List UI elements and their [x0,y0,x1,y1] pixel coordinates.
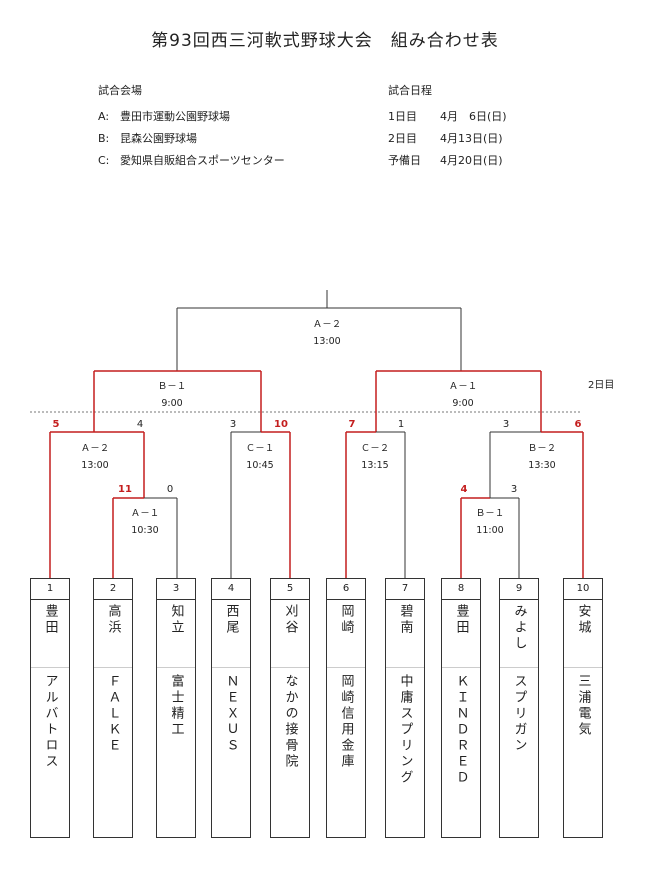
match-code: Ａ－１ [130,508,160,519]
match-code: Ａ－１ [448,381,478,392]
score-b2-left: 3 [502,419,510,430]
team-region: 高浜 [105,604,121,636]
team-name: スプリガン [511,674,527,754]
team-box-3: 3 知立 富士精工 [156,578,196,838]
a2-match-label: Ａ－２ 13:00 [65,440,125,471]
team-box-2: 2 高浜 ＦＡＬＫＥ [93,578,133,838]
team-name: ＮＥＸＵＳ [223,674,239,754]
team-number: 5 [271,579,309,600]
team-box-10: 10 安城 三浦電気 [563,578,603,838]
final-label: Ａ－２ 13:00 [297,316,357,347]
team-box-5: 5 刈谷 なかの接骨院 [270,578,310,838]
score-a2-right: 4 [136,419,144,430]
day2-label: 2日目 [588,380,615,391]
match-code: Ｂ－１ [157,381,187,392]
team-region: 豊田 [453,604,469,636]
team-name: なかの接骨院 [282,674,298,770]
score-c2-left: 7 [348,419,356,430]
score-b1-left: 4 [460,484,468,495]
team-region: 刈谷 [282,604,298,636]
team-name: 岡崎信用金庫 [338,674,354,770]
match-time: 13:15 [361,460,389,471]
match-time: 10:30 [131,525,159,536]
match-code: Ｃ－１ [245,443,275,454]
sf-left-label: Ｂ－１ 9:00 [142,378,202,409]
a1-match-label: Ａ－１ 10:30 [115,505,175,536]
team-name: 中庸スプリング [397,674,413,786]
venue-a: A:豊田市運動公園野球場 [98,110,230,123]
team-box-8: 8 豊田 ＫＩＮＤＲＥＤ [441,578,481,838]
team-name: 富士精工 [168,674,184,738]
score-a2-left: 5 [52,419,60,430]
c1-match-label: Ｃ－１ 10:45 [230,440,290,471]
team-number: 10 [564,579,602,600]
team-box-7: 7 碧南 中庸スプリング [385,578,425,838]
score-a1-left: 11 [118,484,132,495]
team-box-1: 1 豊田 アルバトロス [30,578,70,838]
team-number: 1 [31,579,69,600]
venues-section: 試合会場 A:豊田市運動公園野球場 B:昆森公園野球場 C:愛知県自販組合スポー… [98,80,285,172]
match-time: 10:45 [246,460,274,471]
score-b1-right: 3 [510,484,518,495]
match-time: 11:00 [476,525,504,536]
venues-header: 試合会場 [98,84,142,97]
match-time: 13:30 [528,460,556,471]
team-region: 碧南 [397,604,413,636]
score-b2-right: 6 [574,419,582,430]
match-code: Ｂ－１ [475,508,505,519]
schedule-header: 試合日程 [388,84,432,97]
team-name: ＦＡＬＫＥ [105,674,121,754]
team-name: 三浦電気 [575,674,591,738]
team-box-9: 9 みよし スプリガン [499,578,539,838]
team-number: 6 [327,579,365,600]
team-number: 8 [442,579,480,600]
score-c1-left: 3 [229,419,237,430]
team-region: 西尾 [223,604,239,636]
team-number: 7 [386,579,424,600]
team-number: 4 [212,579,250,600]
match-time: 13:00 [81,460,109,471]
match-time: 9:00 [161,398,183,409]
sf-right-label: Ａ－１ 9:00 [433,378,493,409]
match-code: Ａ－２ [312,319,342,330]
team-box-6: 6 岡崎 岡崎信用金庫 [326,578,366,838]
team-region: 知立 [168,604,184,636]
team-region: みよし [511,604,527,652]
score-c1-right: 10 [274,419,288,430]
match-time: 13:00 [313,336,341,347]
score-a1-right: 0 [166,484,174,495]
page-title: 第93回西三河軟式野球大会 組み合わせ表 [151,31,499,51]
team-region: 安城 [575,604,591,636]
team-name: ＫＩＮＤＲＥＤ [453,674,469,786]
team-number: 2 [94,579,132,600]
team-name: アルバトロス [42,674,58,770]
team-number: 9 [500,579,538,600]
venue-b: B:昆森公園野球場 [98,132,197,145]
venue-c: C:愛知県自販組合スポーツセンター [98,154,285,167]
c2-match-label: Ｃ－２ 13:15 [345,440,405,471]
match-code: Ａ－２ [80,443,110,454]
match-code: Ｂ－２ [527,443,557,454]
match-time: 9:00 [452,398,474,409]
score-c2-right: 1 [397,419,405,430]
match-code: Ｃ－２ [360,443,390,454]
team-number: 3 [157,579,195,600]
b1-match-label: Ｂ－１ 11:00 [460,505,520,536]
team-region: 岡崎 [338,604,354,636]
team-box-4: 4 西尾 ＮＥＸＵＳ [211,578,251,838]
b2-match-label: Ｂ－２ 13:30 [512,440,572,471]
team-region: 豊田 [42,604,58,636]
